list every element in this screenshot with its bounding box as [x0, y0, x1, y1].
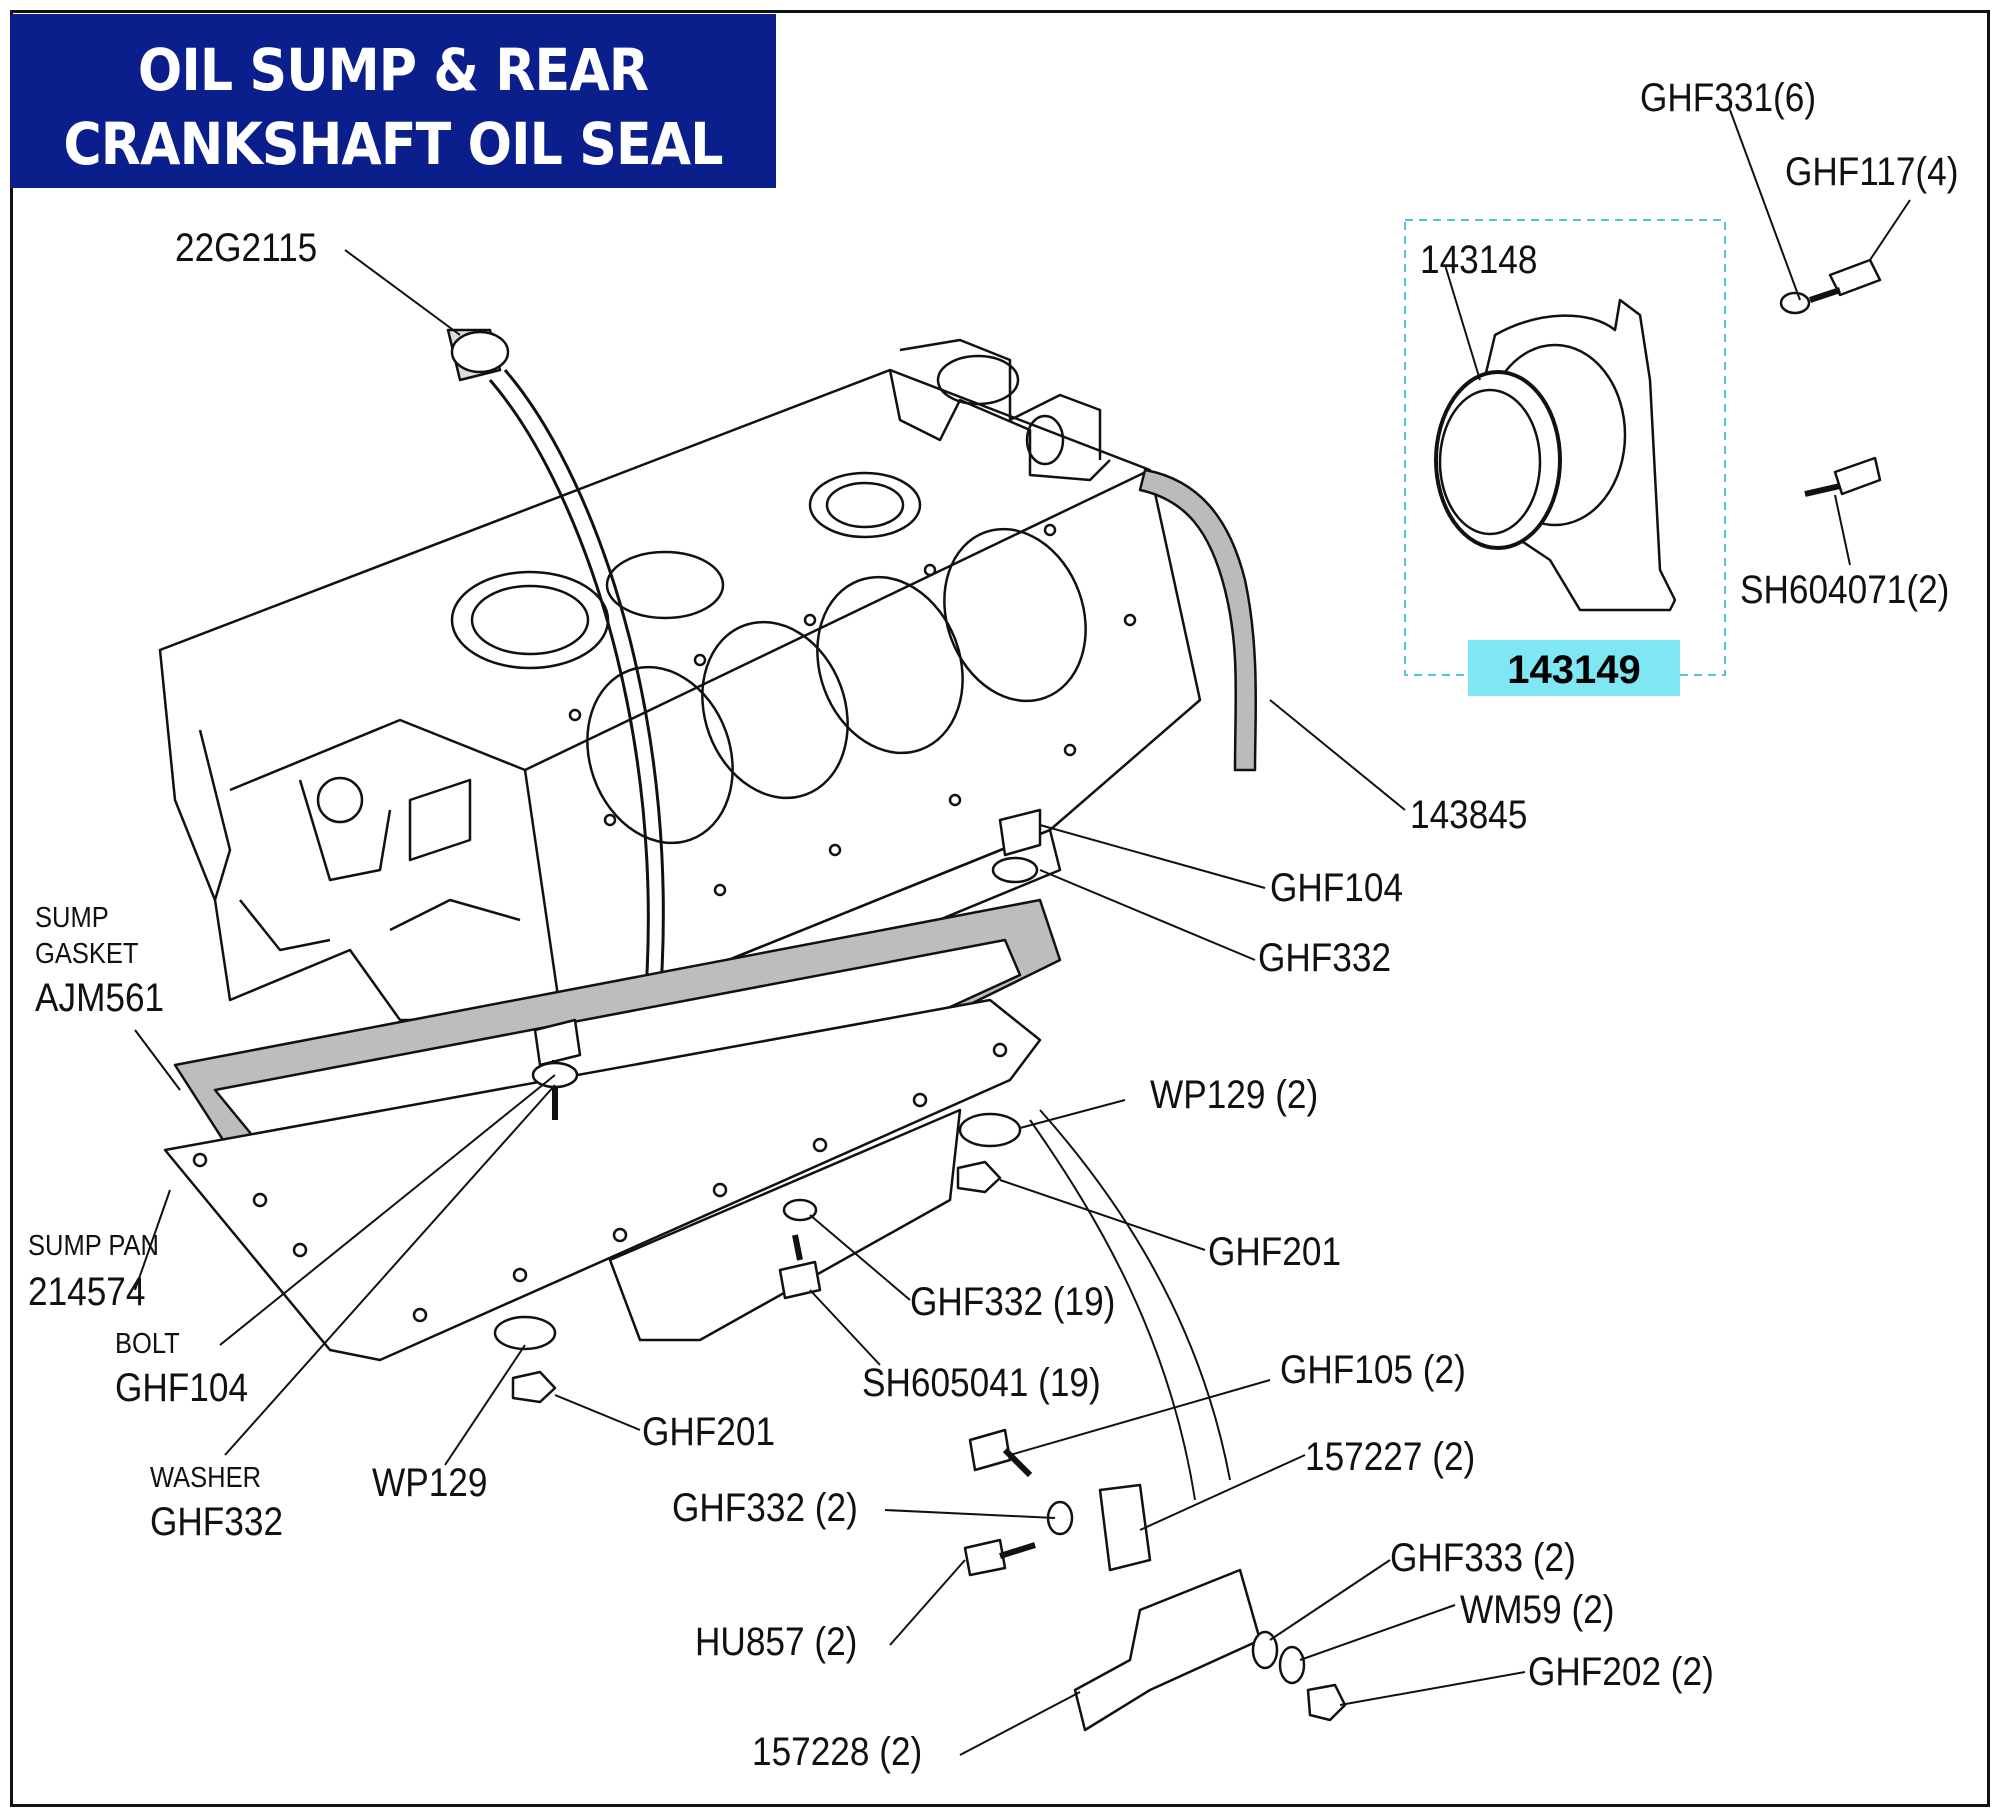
washer-ghf332-19	[782, 1198, 818, 1222]
bolt-ghf105	[968, 1428, 1033, 1478]
callout-ghf201-right: GHF201	[1208, 1230, 1342, 1274]
callout-ghf332-2: GHF332 (2)	[672, 1486, 858, 1530]
nut-ghf202	[1306, 1683, 1347, 1722]
title-line-1: OIL SUMP & REAR	[137, 36, 649, 104]
callout-ghf104-bottom: GHF104	[115, 1366, 249, 1410]
callout-washer: WASHER	[150, 1462, 262, 1494]
diagram-title: OIL SUMP & REAR CRANKSHAFT OIL SEAL	[10, 14, 776, 188]
bolt-sh605041	[778, 1234, 822, 1300]
nut-ghf201-right	[956, 1160, 1002, 1194]
callout-sump-gasket-line2: GASKET	[35, 938, 139, 970]
callout-ghf117: GHF117(4)	[1785, 150, 1959, 194]
callout-143845: 143845	[1410, 793, 1528, 837]
callout-143148: 143148	[1420, 238, 1538, 282]
callout-sump-pan: SUMP PAN	[28, 1230, 159, 1262]
washer-ghf332-top	[991, 856, 1039, 884]
callout-hu857-2: HU857 (2)	[695, 1620, 858, 1664]
washer-ghf331	[1779, 291, 1811, 315]
seal-kit-dashed-box	[1404, 219, 1726, 676]
callout-ghf331: GHF331(6)	[1640, 76, 1817, 120]
callout-ghf201-bottom: GHF201	[642, 1410, 776, 1454]
callout-ghf105-2: GHF105 (2)	[1280, 1348, 1466, 1392]
callout-sh605041-19: SH605041 (19)	[862, 1361, 1101, 1405]
leader-lines	[134, 109, 1911, 1756]
callout-ghf332-top: GHF332	[1258, 936, 1392, 980]
callout-wp129: WP129	[372, 1461, 488, 1505]
callout-ghf104-top: GHF104	[1270, 866, 1404, 910]
callout-bolt: BOLT	[115, 1328, 180, 1360]
sump-pan-214574	[163, 998, 1042, 1362]
title-line-2: CRANKSHAFT OIL SEAL	[63, 110, 723, 178]
plug-22g2115	[446, 328, 510, 382]
part-kit-number: 143149	[1507, 648, 1641, 692]
rear-seal-housing-143148	[1434, 298, 1677, 612]
callout-214574: 214574	[28, 1270, 146, 1314]
part-kit-label-143149: 143149	[1468, 640, 1680, 696]
callout-sump-gasket-line1: SUMP	[35, 902, 109, 934]
washer-wp129-left	[493, 1315, 557, 1351]
bracket-157227	[1098, 1483, 1152, 1572]
callout-157228-2: 157228 (2)	[752, 1730, 923, 1774]
bolt-ghf117	[1809, 258, 1882, 303]
callout-wp129-2: WP129 (2)	[1150, 1073, 1319, 1117]
callout-ajm561: AJM561	[35, 976, 165, 1020]
callout-ghf332-19: GHF332 (19)	[910, 1280, 1116, 1324]
bolt-hu857	[963, 1538, 1036, 1577]
callout-157227-2: 157227 (2)	[1305, 1435, 1476, 1479]
engine-block	[158, 338, 1202, 1062]
rear-gasket-143845	[1138, 468, 1258, 772]
washer-wm59	[1278, 1645, 1306, 1685]
callout-22g2115: 22G2115	[175, 226, 318, 270]
washer-wp129-right	[958, 1112, 1022, 1148]
callout-ghf332-bottom: GHF332	[150, 1500, 284, 1544]
bracket-157228	[1073, 1568, 1262, 1732]
callout-ghf333-2: GHF333 (2)	[1390, 1536, 1576, 1580]
washer-ghf333	[1251, 1630, 1279, 1670]
bolt-ghf104-top	[998, 808, 1042, 857]
nut-ghf201-left	[511, 1370, 557, 1404]
callout-sh604071: SH604071(2)	[1740, 568, 1950, 612]
bolt-sh604071	[1804, 456, 1882, 497]
diagram-frame	[10, 10, 1990, 1807]
callout-wm59-2: WM59 (2)	[1460, 1588, 1615, 1632]
callout-ghf202-2: GHF202 (2)	[1528, 1650, 1714, 1694]
